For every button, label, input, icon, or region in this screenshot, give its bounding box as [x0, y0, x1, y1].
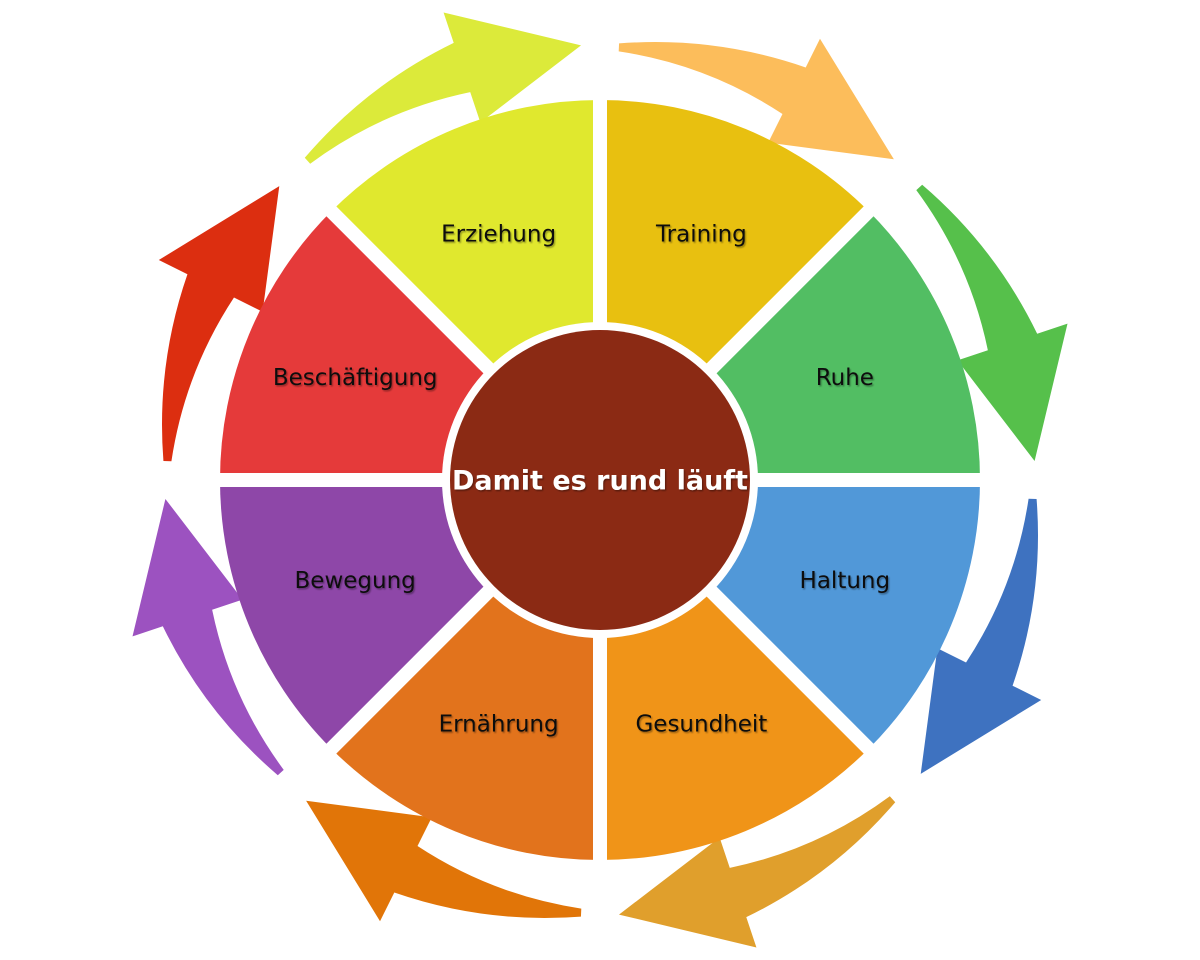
segment-label-haltung: Haltung [800, 568, 891, 594]
segment-label-training: Training [655, 222, 747, 248]
center-layer: Damit es rund läuft [442, 322, 758, 638]
curved-arrow-icon-training [618, 38, 894, 160]
curved-arrow-icon-erziehung [304, 12, 582, 164]
curved-arrow-icon-gesundheit [618, 796, 896, 948]
segment-label-bewegung: Bewegung [295, 568, 416, 594]
segment-label-erziehung: Erziehung [441, 222, 556, 248]
curved-arrow-icon-bewegung [132, 498, 284, 776]
segment-label-gesundheit: Gesundheit [635, 711, 767, 737]
center-circle [450, 330, 750, 630]
curved-arrow-icon-beschaeftigung [158, 186, 280, 462]
segment-label-beschaeftigung: Beschäftigung [273, 365, 438, 391]
arrows-layer [132, 12, 1068, 948]
center-title: Damit es rund läuft [452, 466, 748, 497]
curved-arrow-icon-haltung [920, 498, 1042, 774]
curved-arrow-icon-ernaehrung [306, 800, 582, 922]
segment-label-ruhe: Ruhe [816, 365, 874, 391]
curved-arrow-icon-ruhe [916, 184, 1068, 462]
segment-label-ernaehrung: Ernährung [439, 711, 559, 737]
